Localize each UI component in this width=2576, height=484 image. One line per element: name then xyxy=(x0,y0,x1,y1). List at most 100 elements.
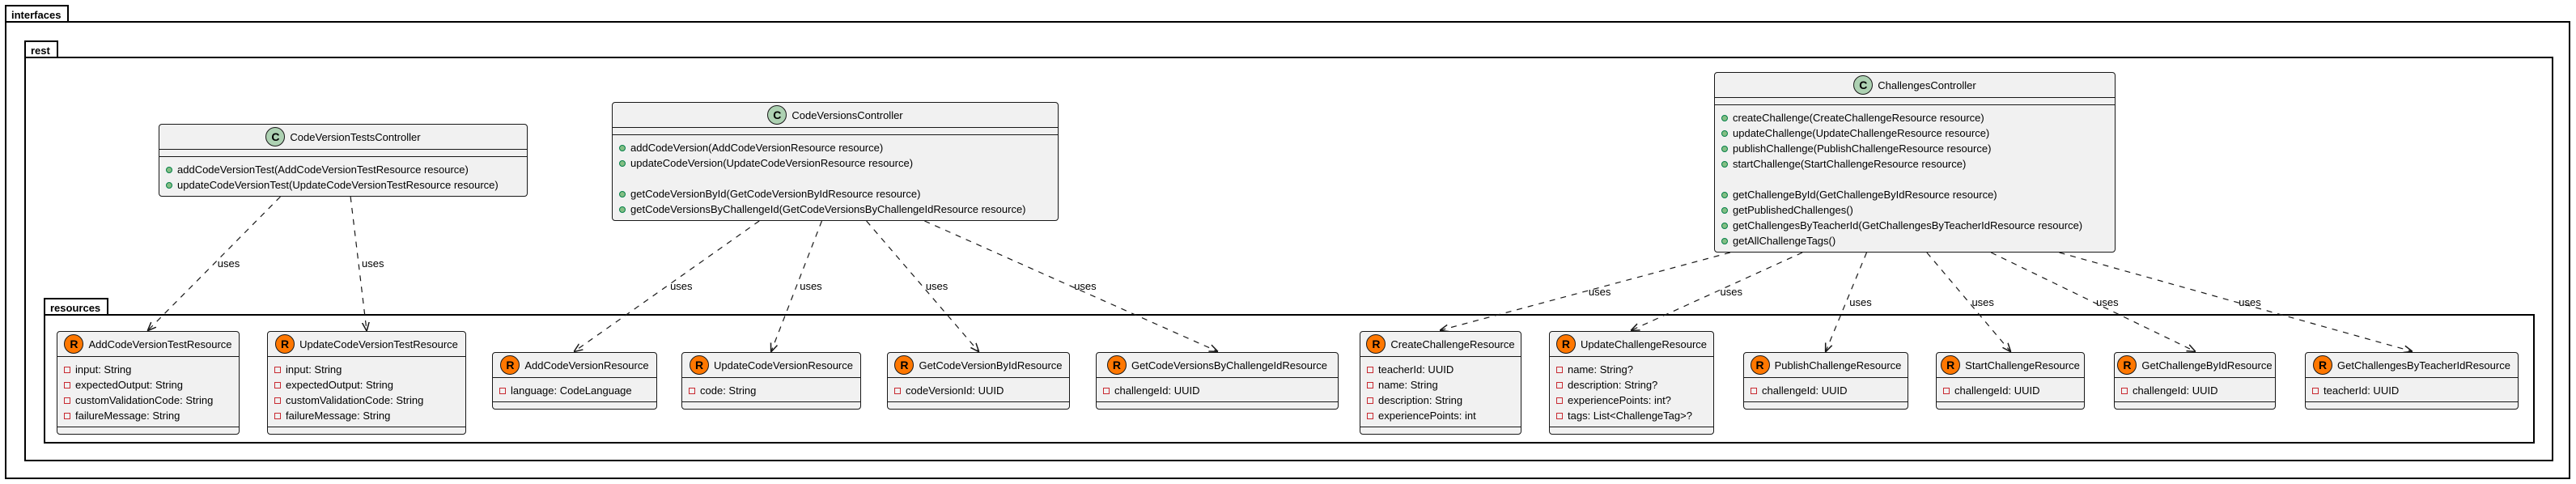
class-header: R UpdateChallengeResource xyxy=(1550,332,1713,357)
method-signature: startChallenge(StartChallengeResource re… xyxy=(1733,158,1967,170)
uses-label: uses xyxy=(2239,295,2261,308)
public-visibility-icon xyxy=(1721,191,1728,198)
class-name: GetChallengeByIdResource xyxy=(2141,359,2273,371)
resource-stereotype-icon: R xyxy=(1750,355,1770,375)
compartment-divider xyxy=(2306,401,2518,402)
field-declaration: language: CodeLanguage xyxy=(511,384,632,397)
field-declaration: codeVersionId: UUID xyxy=(906,384,1004,397)
field-declaration: customValidationCode: String xyxy=(286,394,424,406)
class-name: UpdateCodeVersionResource xyxy=(714,359,853,371)
methods-compartment xyxy=(57,427,239,434)
public-visibility-icon xyxy=(619,144,626,151)
method-row: publishChallenge(PublishChallengeResourc… xyxy=(1720,141,2110,156)
field-row: expectedOutput: String xyxy=(62,377,234,393)
field-row: input: String xyxy=(273,362,460,377)
public-visibility-icon xyxy=(1721,129,1728,137)
public-visibility-icon xyxy=(1721,145,1728,152)
class-stereotype-icon: C xyxy=(265,127,286,146)
uses-dependency-arrow xyxy=(575,220,760,351)
field-declaration: input: String xyxy=(75,363,132,376)
class-name: UpdateCodeVersionTestResource xyxy=(299,338,458,350)
uses-label: uses xyxy=(800,280,822,292)
uses-dependency-arrow xyxy=(1632,252,1803,330)
method-row: getChallengesByTeacherId(GetChallengesBy… xyxy=(1720,218,2110,233)
class-name: CreateChallengeResource xyxy=(1390,338,1515,350)
method-row: startChallenge(StartChallengeResource re… xyxy=(1720,156,2110,172)
private-visibility-icon xyxy=(64,381,70,388)
method-signature: addCodeVersionTest(AddCodeVersionTestRes… xyxy=(177,163,469,176)
field-declaration: code: String xyxy=(700,384,757,397)
field-declaration: challengeId: UUID xyxy=(1114,384,1200,397)
methods-compartment xyxy=(888,402,1069,409)
fields-compartment: challengeId: UUID xyxy=(1937,378,2084,401)
public-visibility-icon xyxy=(1721,206,1728,214)
public-visibility-icon xyxy=(166,181,172,189)
field-declaration: challengeId: UUID xyxy=(1954,384,2040,397)
methods-compartment xyxy=(1744,402,1908,409)
field-declaration: failureMessage: String xyxy=(75,410,180,422)
methods-compartment: addCodeVersionTest(AddCodeVersionTestRes… xyxy=(159,157,527,196)
methods-compartment: addCodeVersion(AddCodeVersionResource re… xyxy=(613,135,1058,220)
method-signature: getPublishedChallenges() xyxy=(1733,204,1853,216)
uses-dependency-arrow xyxy=(1990,252,2195,351)
package-rest xyxy=(24,57,2553,461)
public-visibility-icon xyxy=(1721,160,1728,168)
private-visibility-icon xyxy=(1751,387,1757,394)
field-row: challengeId: UUID xyxy=(1101,383,1333,398)
class-name: UpdateChallengeResource xyxy=(1580,338,1708,350)
compartment-divider xyxy=(613,134,1058,135)
field-row: challengeId: UUID xyxy=(2120,383,2270,398)
methods-compartment xyxy=(2115,402,2275,409)
uses-label: uses xyxy=(1971,295,1994,308)
package-interfaces xyxy=(5,21,2570,479)
field-row: customValidationCode: String xyxy=(273,393,460,408)
method-row: updateCodeVersion(UpdateCodeVersionResou… xyxy=(617,155,1053,171)
method-row: createChallenge(CreateChallengeResource … xyxy=(1720,110,2110,125)
uses-label: uses xyxy=(1720,285,1743,298)
fields-compartment xyxy=(1715,98,2115,104)
private-visibility-icon xyxy=(64,366,70,373)
field-declaration: challengeId: UUID xyxy=(2133,384,2218,397)
fields-compartment: language: CodeLanguage xyxy=(493,378,656,401)
private-visibility-icon xyxy=(1556,397,1563,404)
class-name: StartChallengeResource xyxy=(1965,359,2080,371)
method-row: getAllChallengeTags() xyxy=(1720,233,2110,248)
field-row: failureMessage: String xyxy=(62,408,234,423)
private-visibility-icon xyxy=(1367,397,1373,404)
uses-label: uses xyxy=(1849,295,1872,308)
compartment-divider xyxy=(2115,401,2275,402)
field-declaration: description: String? xyxy=(1568,379,1658,391)
resource-stereotype-icon: R xyxy=(1366,334,1386,354)
private-visibility-icon xyxy=(64,397,70,404)
public-visibility-icon xyxy=(166,166,172,173)
private-visibility-icon xyxy=(1367,412,1373,419)
class-name: PublishChallengeResource xyxy=(1774,359,1902,371)
resource-stereotype-icon: R xyxy=(1555,334,1576,354)
method-signature: updateCodeVersionTest(UpdateCodeVersionT… xyxy=(177,179,499,191)
uses-label: uses xyxy=(670,280,693,292)
methods-compartment xyxy=(1360,427,1521,434)
public-visibility-icon xyxy=(619,206,626,213)
public-visibility-icon xyxy=(619,159,626,167)
private-visibility-icon xyxy=(1556,381,1563,388)
private-visibility-icon xyxy=(2121,387,2128,394)
class-name: CodeVersionsController xyxy=(791,108,903,121)
resource-class: R UpdateChallengeResource name: String? des… xyxy=(1549,331,1714,435)
method-row: getCodeVersionById(GetCodeVersionByIdRes… xyxy=(617,186,1053,202)
method-group-gap xyxy=(617,171,1053,186)
field-row: teacherId: UUID xyxy=(2311,383,2513,398)
fields-compartment: name: String?description: String?experie… xyxy=(1550,357,1713,427)
fields-compartment: codeVersionId: UUID xyxy=(888,378,1069,401)
field-declaration: name: String? xyxy=(1568,363,1633,376)
fields-compartment: challengeId: UUID xyxy=(1097,378,1338,401)
